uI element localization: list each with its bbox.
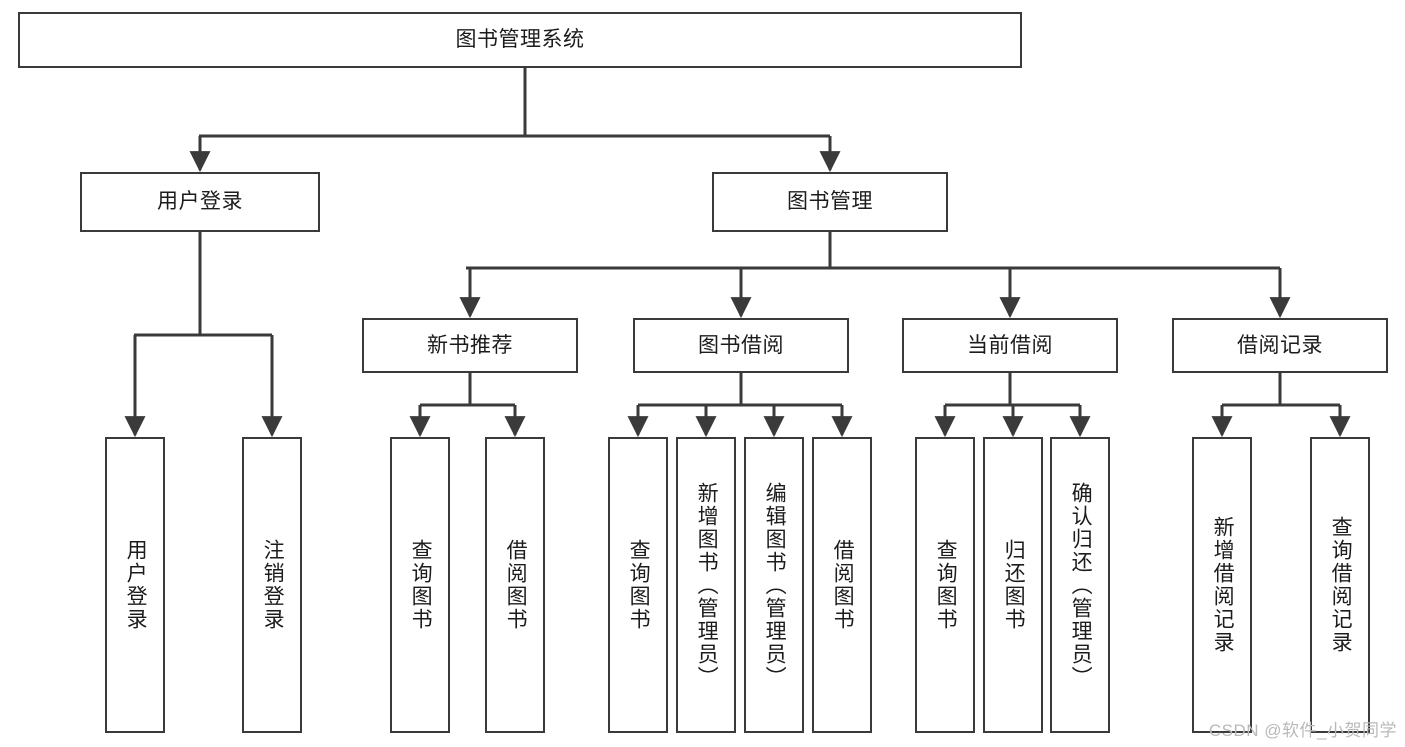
leaf-borrow-query-book[interactable]: 查询图书 [608, 437, 668, 733]
leaf-current-confirm-return-label: 确认归还（管理员） [1069, 481, 1093, 689]
node-root-label: 图书管理系统 [455, 28, 585, 52]
leaf-current-return-book-label: 归还图书 [1002, 539, 1026, 631]
leaf-recommend-borrow-book[interactable]: 借阅图书 [485, 437, 545, 733]
connector-lines [124, 68, 1351, 438]
node-book-management[interactable]: 图书管理 [712, 172, 948, 232]
leaf-record-query[interactable]: 查询借阅记录 [1310, 437, 1370, 733]
node-book-management-label: 图书管理 [787, 190, 873, 214]
leaf-user-login-label: 用户登录 [124, 539, 148, 631]
leaf-borrow-add-book-label: 新增图书（管理员） [695, 481, 719, 689]
leaf-borrow-query-book-label: 查询图书 [627, 539, 651, 631]
leaf-current-return-book[interactable]: 归还图书 [983, 437, 1043, 733]
leaf-logout-label: 注销登录 [261, 539, 285, 631]
leaf-borrow-borrow-book[interactable]: 借阅图书 [812, 437, 872, 733]
node-borrow-record-label: 借阅记录 [1237, 333, 1323, 357]
watermark: CSDN @软件_小贺同学 [1208, 721, 1397, 740]
node-user-login[interactable]: 用户登录 [80, 172, 320, 232]
leaf-recommend-borrow-book-label: 借阅图书 [504, 539, 528, 631]
leaf-current-confirm-return[interactable]: 确认归还（管理员） [1050, 437, 1110, 733]
leaf-record-add-label: 新增借阅记录 [1211, 516, 1235, 654]
leaf-borrow-edit-book[interactable]: 编辑图书（管理员） [744, 437, 804, 733]
leaf-recommend-query-book[interactable]: 查询图书 [390, 437, 450, 733]
leaf-current-query-book[interactable]: 查询图书 [915, 437, 975, 733]
node-new-book-recommend-label: 新书推荐 [427, 333, 513, 357]
leaf-borrow-edit-book-label: 编辑图书（管理员） [763, 481, 787, 689]
node-current-borrow-label: 当前借阅 [967, 333, 1053, 357]
leaf-borrow-add-book[interactable]: 新增图书（管理员） [676, 437, 736, 733]
leaf-record-query-label: 查询借阅记录 [1329, 516, 1353, 654]
node-borrow-record[interactable]: 借阅记录 [1172, 318, 1388, 373]
leaf-record-add[interactable]: 新增借阅记录 [1192, 437, 1252, 733]
leaf-user-login[interactable]: 用户登录 [105, 437, 165, 733]
node-user-login-label: 用户登录 [157, 190, 243, 214]
node-current-borrow[interactable]: 当前借阅 [902, 318, 1118, 373]
leaf-recommend-query-book-label: 查询图书 [409, 539, 433, 631]
leaf-logout[interactable]: 注销登录 [242, 437, 302, 733]
leaf-current-query-book-label: 查询图书 [934, 539, 958, 631]
leaf-borrow-borrow-book-label: 借阅图书 [831, 539, 855, 631]
node-book-borrow-label: 图书借阅 [698, 333, 784, 357]
node-book-borrow[interactable]: 图书借阅 [633, 318, 849, 373]
node-new-book-recommend[interactable]: 新书推荐 [362, 318, 578, 373]
node-root[interactable]: 图书管理系统 [18, 12, 1022, 68]
